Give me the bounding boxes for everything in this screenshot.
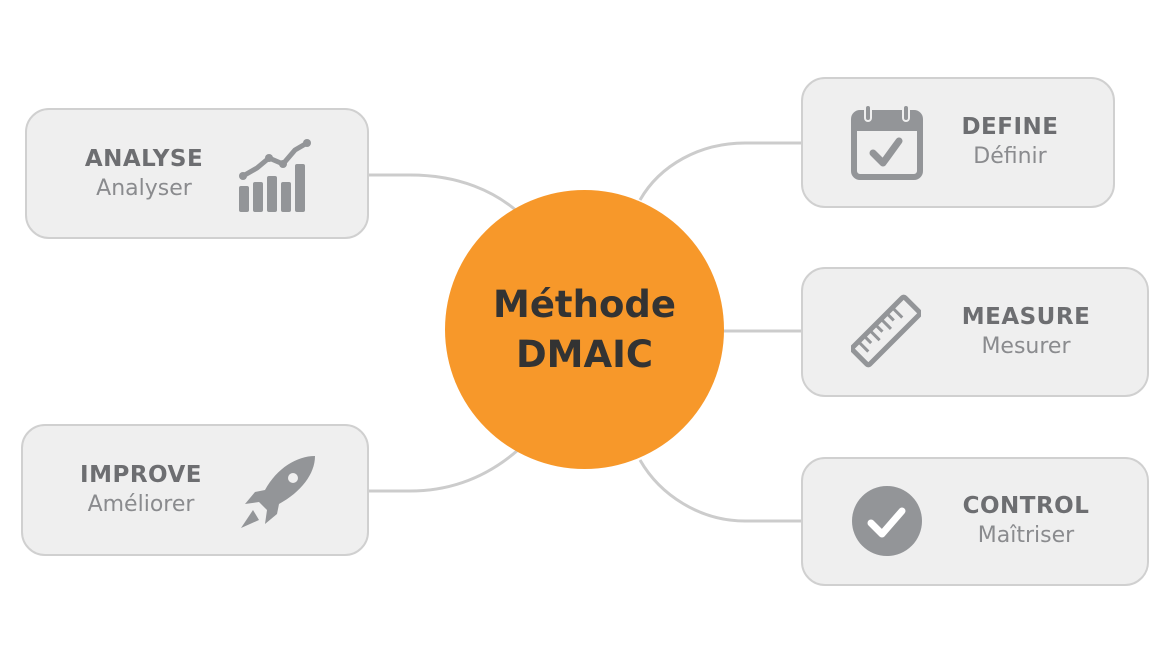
step-subtitle: Améliorer	[87, 492, 195, 517]
step-control: CONTROL Maîtriser	[801, 457, 1149, 586]
step-subtitle: Mesurer	[981, 334, 1071, 359]
center-node: Méthode DMAIC	[445, 190, 724, 469]
step-title: IMPROVE	[80, 462, 202, 488]
rocket-icon	[241, 456, 315, 528]
step-define: DEFINE Définir	[801, 77, 1115, 208]
step-improve: IMPROVE Améliorer	[21, 424, 369, 556]
connector-control	[638, 459, 802, 523]
step-title: CONTROL	[962, 493, 1090, 519]
step-analyse: ANALYSE Analyser	[25, 108, 369, 239]
calendar-check-icon	[851, 105, 923, 180]
ruler-icon	[851, 294, 921, 368]
connector-improve	[368, 448, 519, 493]
center-title-line2: DMAIC	[515, 332, 654, 376]
chart-growth-icon	[239, 139, 311, 212]
step-title: ANALYSE	[84, 146, 204, 172]
step-subtitle: Analyser	[96, 176, 192, 201]
step-subtitle: Définir	[973, 144, 1047, 169]
check-circle-icon	[852, 486, 922, 556]
step-subtitle: Maîtriser	[977, 523, 1075, 548]
step-measure: MEASURE Mesurer	[801, 267, 1149, 397]
connector-define	[638, 141, 802, 201]
step-title: DEFINE	[961, 114, 1059, 140]
connector-analyse	[368, 173, 519, 214]
step-title: MEASURE	[961, 304, 1091, 330]
center-title-line1: Méthode	[493, 282, 676, 326]
